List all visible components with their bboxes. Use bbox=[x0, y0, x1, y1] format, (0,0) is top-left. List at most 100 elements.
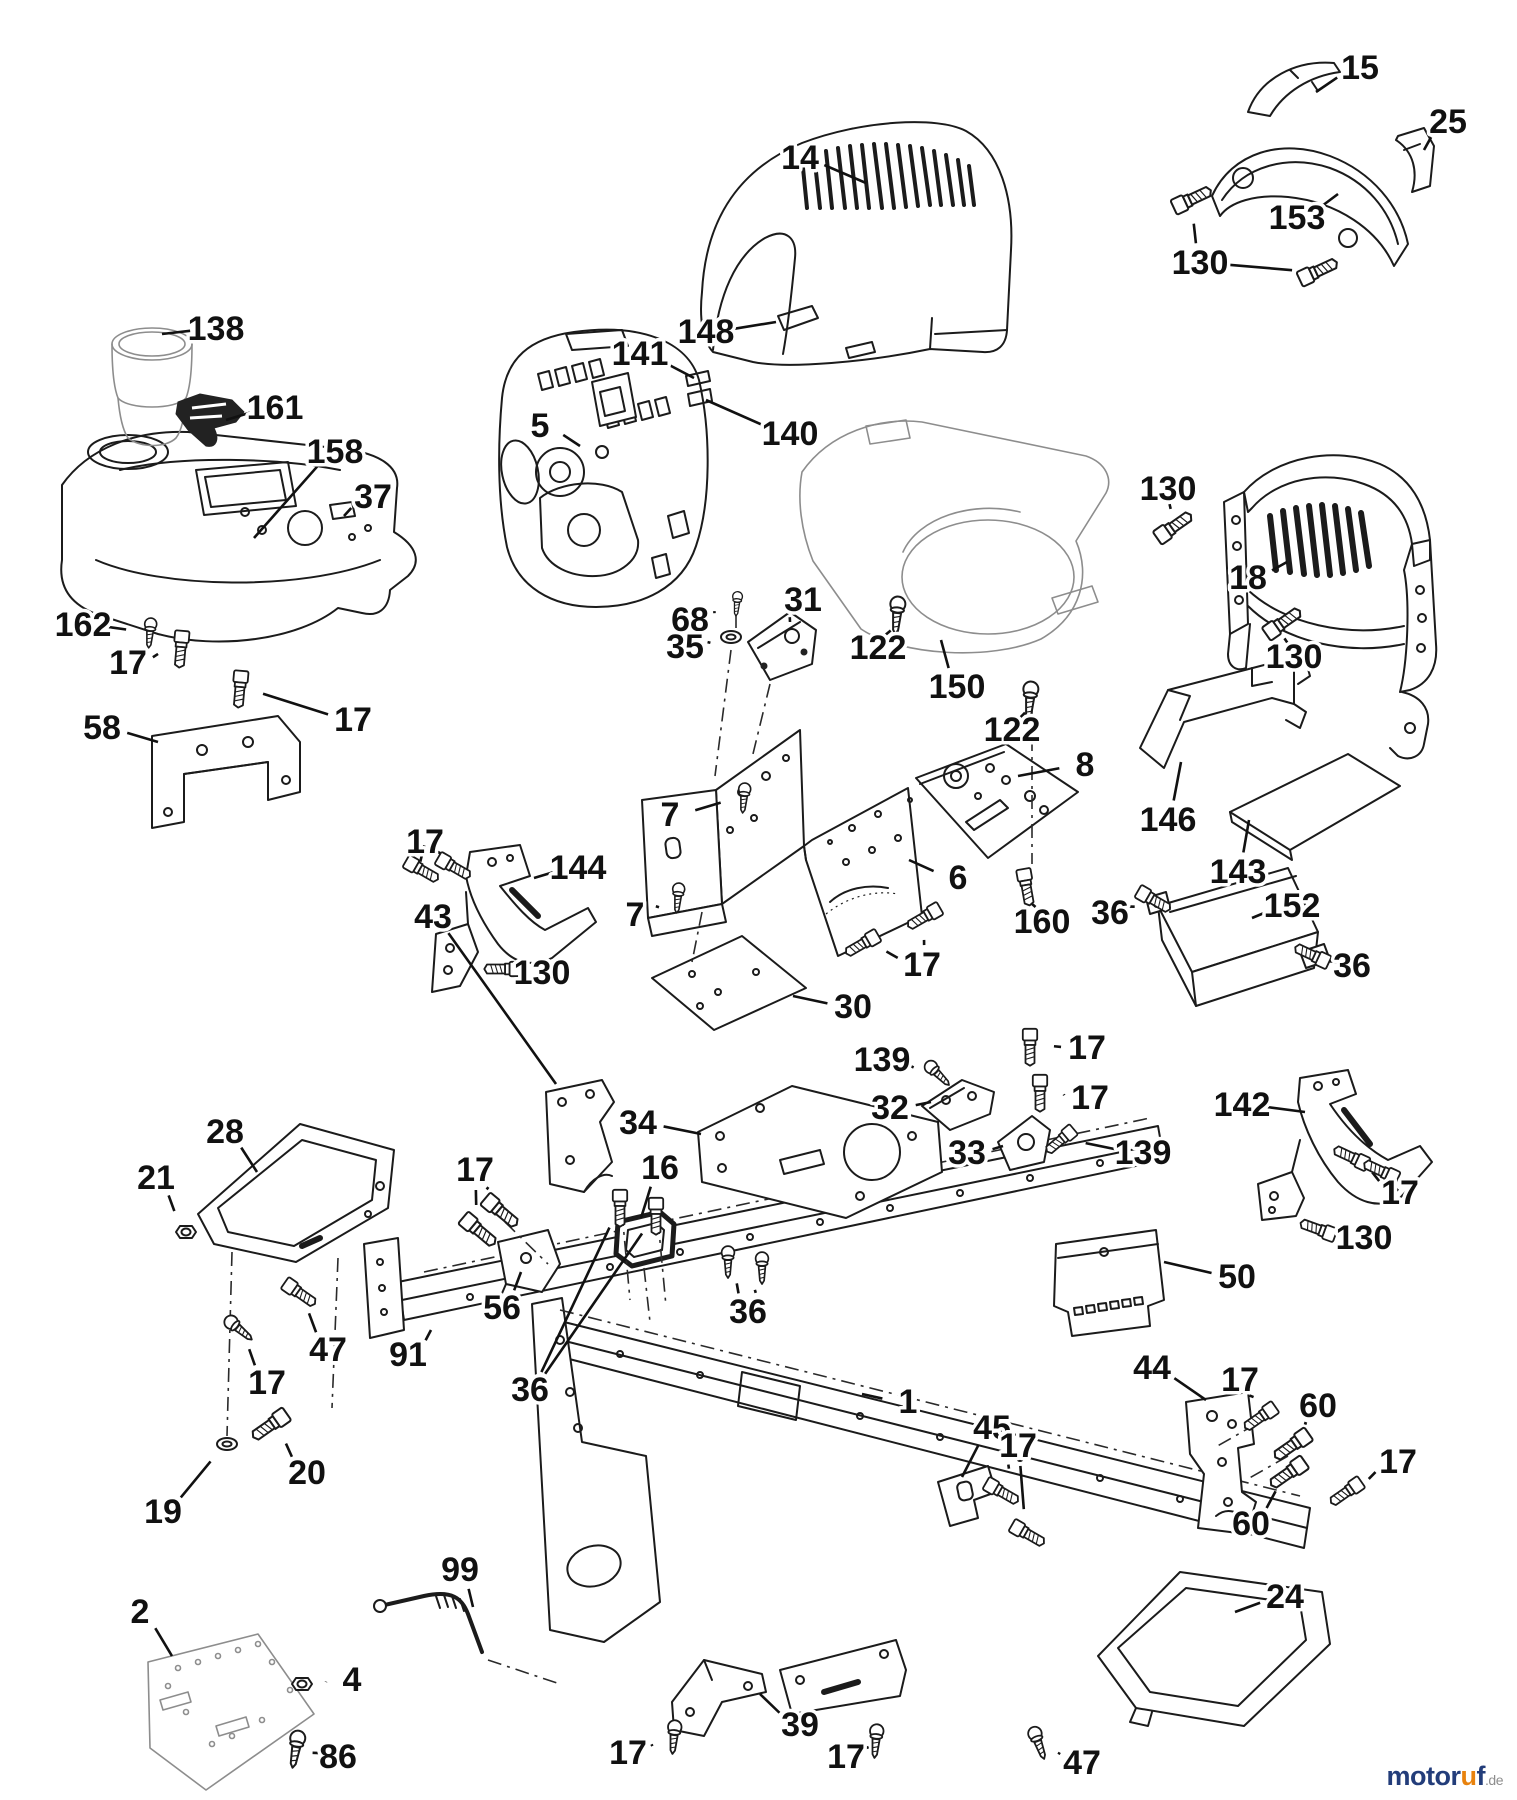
callout-43: 43 bbox=[411, 895, 558, 1085]
callout-60: 60 bbox=[1229, 1454, 1311, 1547]
bolt-icon bbox=[1021, 1027, 1039, 1067]
part-number-label: 17 bbox=[1068, 1029, 1106, 1067]
part-number-label: 18 bbox=[1229, 559, 1267, 597]
part-number-label: 17 bbox=[903, 946, 941, 984]
bolt-icon bbox=[611, 1188, 629, 1228]
nut-icon bbox=[175, 1225, 197, 1239]
part-number-label: 39 bbox=[781, 1706, 819, 1744]
screw-icon bbox=[720, 1245, 736, 1279]
part-number-label: 14 bbox=[781, 139, 819, 177]
bolt-icon bbox=[279, 1275, 320, 1311]
callout-158: 158 bbox=[253, 430, 367, 539]
callout-17: 17 bbox=[981, 1424, 1049, 1551]
callout-15: 15 bbox=[1315, 46, 1382, 94]
part-number-label: 58 bbox=[83, 709, 121, 747]
part-number-label: 158 bbox=[307, 433, 364, 471]
part-number-label: 17 bbox=[1221, 1361, 1259, 1399]
callout-17: 17 bbox=[1330, 1141, 1422, 1216]
bracket-part-31 bbox=[747, 611, 817, 681]
bolt-icon bbox=[1169, 182, 1216, 216]
bolt-icon bbox=[479, 1191, 523, 1232]
part-number-label: 17 bbox=[1379, 1443, 1417, 1481]
bracket-part-146 bbox=[1139, 661, 1311, 769]
callout-47: 47 bbox=[279, 1275, 350, 1373]
callout-39: 39 bbox=[759, 1693, 822, 1748]
callout-4: 4 bbox=[291, 1658, 365, 1703]
callout-17: 17 bbox=[230, 669, 375, 743]
callout-91: 91 bbox=[386, 1329, 433, 1378]
part-number-label: 35 bbox=[666, 628, 704, 666]
part-number-label: 36 bbox=[729, 1293, 767, 1331]
part-number-label: 33 bbox=[948, 1134, 986, 1172]
callout-160: 160 bbox=[1010, 866, 1074, 945]
callout-99: 99 bbox=[438, 1548, 482, 1608]
callout-44: 44 bbox=[1130, 1346, 1207, 1402]
callout-28: 28 bbox=[203, 1110, 259, 1173]
callout-162: 162 bbox=[51, 603, 158, 650]
callout-36: 36 bbox=[1291, 939, 1374, 989]
callout-17: 17 bbox=[1031, 1073, 1112, 1121]
watermark-logo: motoruf.de bbox=[1387, 1761, 1504, 1792]
bolt-icon bbox=[1295, 254, 1342, 288]
part-number-label: 47 bbox=[309, 1331, 347, 1369]
screw-icon bbox=[220, 1311, 258, 1346]
bolt-icon bbox=[230, 669, 250, 710]
panel-part-2 bbox=[147, 1633, 315, 1791]
bolt-icon bbox=[1007, 1517, 1049, 1551]
callout-17: 17 bbox=[1218, 1358, 1281, 1435]
callout-60: 60 bbox=[1269, 1384, 1340, 1465]
callout-17: 17 bbox=[1326, 1440, 1420, 1510]
callout-17: 17 bbox=[220, 1311, 289, 1406]
part-number-label: 130 bbox=[1172, 244, 1229, 282]
callout-144: 144 bbox=[533, 846, 610, 891]
callout-34: 34 bbox=[616, 1101, 702, 1146]
footrest-part-24 bbox=[1097, 1571, 1331, 1727]
bolt-icon bbox=[1015, 866, 1038, 908]
callout-24: 24 bbox=[1234, 1575, 1307, 1620]
part-number-label: 36 bbox=[1091, 894, 1129, 932]
part-number-label: 28 bbox=[206, 1113, 244, 1151]
part-number-label: 17 bbox=[609, 1734, 647, 1772]
bracket-part-56 bbox=[497, 1229, 561, 1301]
part-number-label: 36 bbox=[511, 1371, 549, 1409]
part-number-label: 5 bbox=[531, 407, 550, 445]
callout-68: 68 bbox=[668, 590, 744, 643]
watermark-accent: u bbox=[1460, 1761, 1478, 1791]
bracket-part-50 bbox=[1053, 1229, 1165, 1337]
part-number-label: 17 bbox=[334, 701, 372, 739]
callout-139: 139 bbox=[850, 1038, 955, 1091]
callout-86: 86 bbox=[284, 1728, 360, 1780]
callout-17: 17 bbox=[824, 1722, 885, 1780]
callout-138: 138 bbox=[161, 307, 248, 352]
part-number-label: 17 bbox=[456, 1151, 494, 1189]
part-number-label: 153 bbox=[1269, 199, 1326, 237]
callout-47: 47 bbox=[1025, 1723, 1104, 1786]
part-number-label: 17 bbox=[827, 1738, 865, 1776]
callout-130: 130 bbox=[1168, 182, 1342, 288]
screw-icon bbox=[921, 1057, 955, 1091]
callout-153: 153 bbox=[1265, 192, 1339, 241]
callout-143: 143 bbox=[1206, 819, 1270, 895]
part-number-label: 68 bbox=[671, 601, 709, 639]
bracket-part-58 bbox=[151, 715, 301, 829]
part-number-label: 142 bbox=[1214, 1086, 1271, 1124]
callout-152: 152 bbox=[1251, 884, 1324, 929]
part-number-label: 161 bbox=[247, 389, 304, 427]
bolt-icon bbox=[1326, 1474, 1367, 1510]
callout-58: 58 bbox=[80, 706, 159, 751]
part-number-label: 139 bbox=[854, 1041, 911, 1079]
part-number-label: 17 bbox=[1071, 1079, 1109, 1117]
part-number-label: 122 bbox=[850, 629, 907, 667]
part-number-label: 21 bbox=[137, 1159, 175, 1197]
watermark-domain: .de bbox=[1485, 1772, 1503, 1788]
callout-18: 18 bbox=[1226, 556, 1288, 601]
part-number-label: 56 bbox=[483, 1289, 521, 1327]
lever-part-161 bbox=[175, 393, 245, 447]
callout-32: 32 bbox=[868, 1086, 932, 1131]
hood-part-14 bbox=[700, 121, 1013, 366]
callout-33: 33 bbox=[945, 1131, 1004, 1176]
part-number-label: 138 bbox=[188, 310, 245, 348]
callout-2: 2 bbox=[127, 1590, 174, 1657]
part-number-label: 99 bbox=[441, 1551, 479, 1589]
bolt-icon bbox=[457, 1210, 501, 1251]
